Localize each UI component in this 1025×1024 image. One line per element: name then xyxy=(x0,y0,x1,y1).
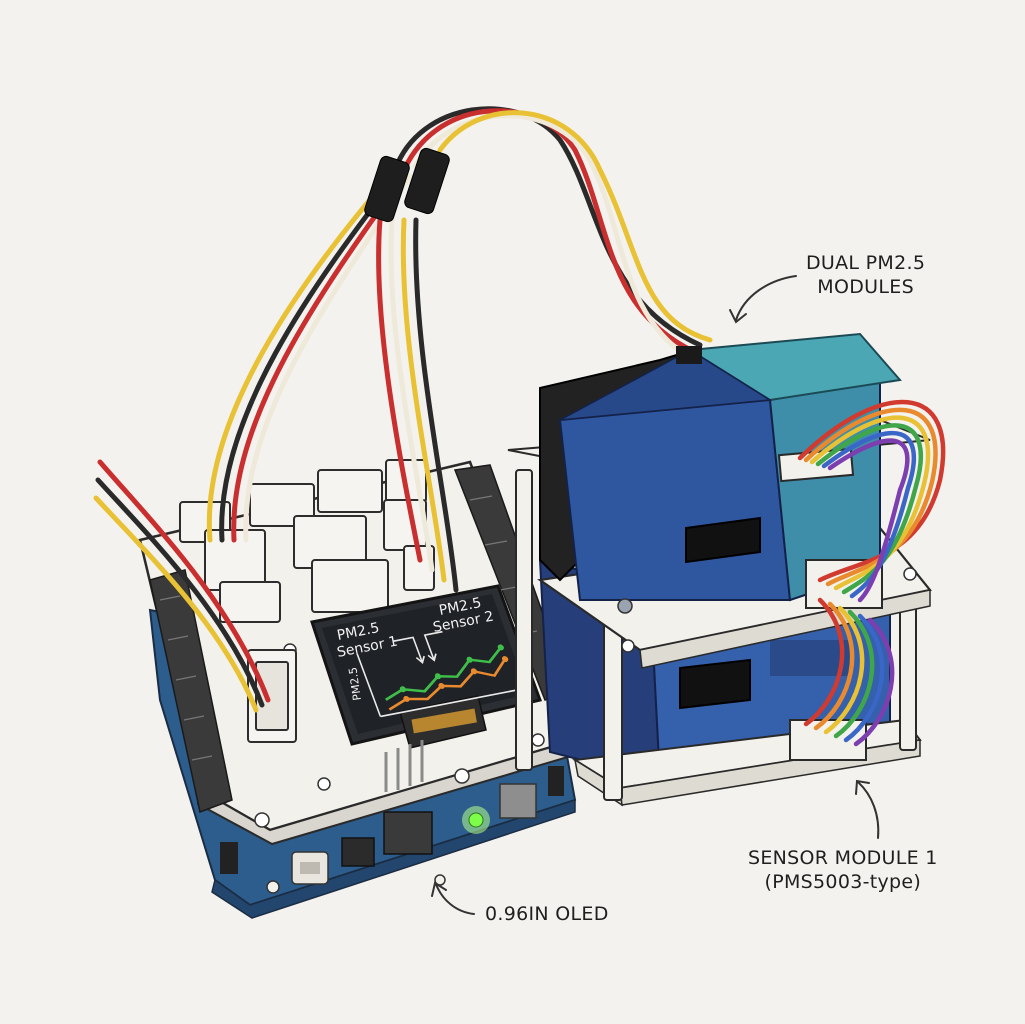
power-led-icon xyxy=(462,806,490,834)
dual-modules-callout-line1: DUAL PM2.5 xyxy=(806,252,926,274)
graph-series-sensor2 xyxy=(388,658,507,711)
oled-arrow-icon xyxy=(431,881,475,915)
oled-y-axis-label: PM2.5 xyxy=(346,666,364,701)
heat-shrink xyxy=(364,147,450,223)
oled-display: PM2.5 Sensor 1 PM2.5 Sensor 2 PM2.5 xyxy=(310,584,542,749)
jumper-wires xyxy=(93,106,713,713)
oled-callout: 0.96IN OLED xyxy=(485,903,609,925)
sensor-module-callout-line1: SENSOR MODULE 1 xyxy=(748,847,938,869)
graph-arrow-left-icon xyxy=(393,636,424,663)
dual-modules-arrow-icon xyxy=(729,275,797,324)
graph-series-sensor1 xyxy=(384,646,502,701)
dual-modules-callout-line2: MODULES xyxy=(817,276,914,298)
header-pins xyxy=(384,740,424,792)
callout-arrows xyxy=(431,275,880,915)
sensor-module-callout-line2: (PMS5003-type) xyxy=(764,871,922,893)
sensor-module-callout: SENSOR MODULE 1 (PMS5003-type) xyxy=(748,846,938,894)
graph-arrow-right-icon xyxy=(423,630,443,661)
rainbow-ribbon-cable xyxy=(797,399,946,747)
dual-modules-callout: DUAL PM2.5 MODULES xyxy=(806,251,925,299)
oled-graph xyxy=(356,630,519,718)
sensor-stack xyxy=(507,332,932,807)
sensor-module-arrow-icon xyxy=(855,779,880,839)
